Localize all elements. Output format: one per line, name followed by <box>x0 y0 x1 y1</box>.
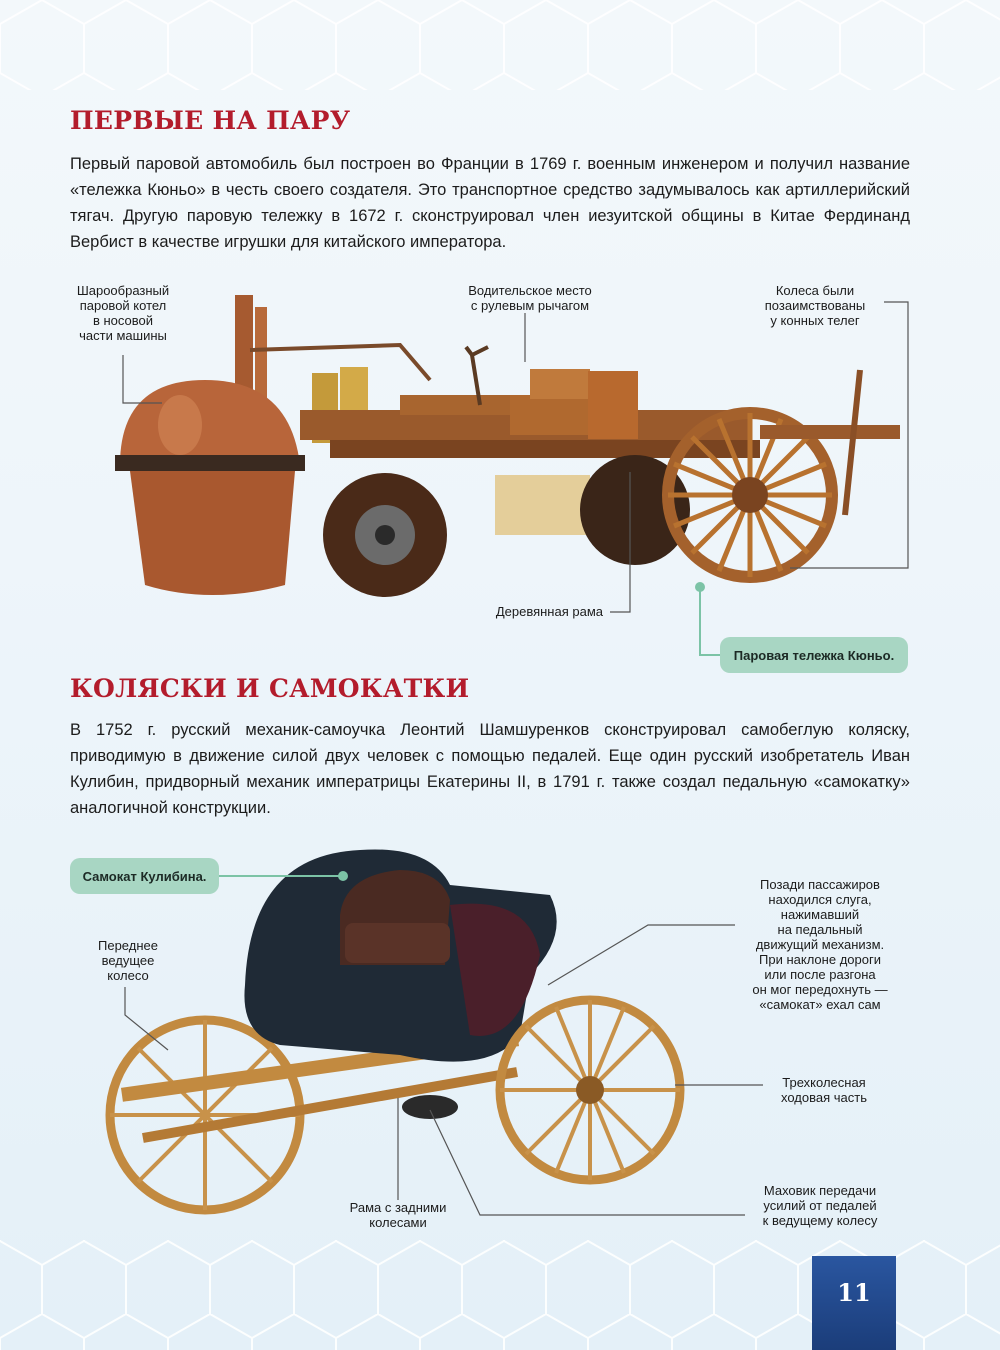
caption-kulibin: Самокат Кулибина. <box>70 858 219 894</box>
label-front-wheel: Переднее ведущее колесо <box>98 938 158 983</box>
label-rear-frame: Рама с задними колесами <box>349 1200 447 1230</box>
section-title-carriages: КОЛЯСКИ И САМОКАТКИ <box>70 674 470 703</box>
caption-cugnot: Паровая тележка Кюньо. <box>720 637 908 673</box>
section-paragraph-steam: Первый паровой автомобиль был построен в… <box>70 155 910 251</box>
label-chassis: Трехколесная ходовая часть <box>781 1075 867 1105</box>
label-boiler: Шарообразный паровой котел в носовой час… <box>76 283 170 343</box>
page-number-badge: 11 <box>812 1256 896 1350</box>
label-servant: Позади пассажиров находился слуга, нажим… <box>752 877 888 1012</box>
label-wheels: Колеса были позаимствованы у конных теле… <box>764 283 866 328</box>
section-title-steam: ПЕРВЫЕ НА ПАРУ <box>70 106 351 135</box>
label-wooden-frame: Деревянная рама <box>495 604 603 619</box>
label-driver-seat: Водительское место с рулевым рычагом <box>468 283 592 313</box>
cugnot-steam-wagon-illustration <box>115 295 900 597</box>
label-flywheel: Маховик передачи усилий от педалей к вед… <box>762 1183 878 1228</box>
section-paragraph-carriages: В 1752 г. русский механик-самоучка Леонт… <box>70 721 910 817</box>
kulibin-carriage-illustration <box>105 849 685 1215</box>
